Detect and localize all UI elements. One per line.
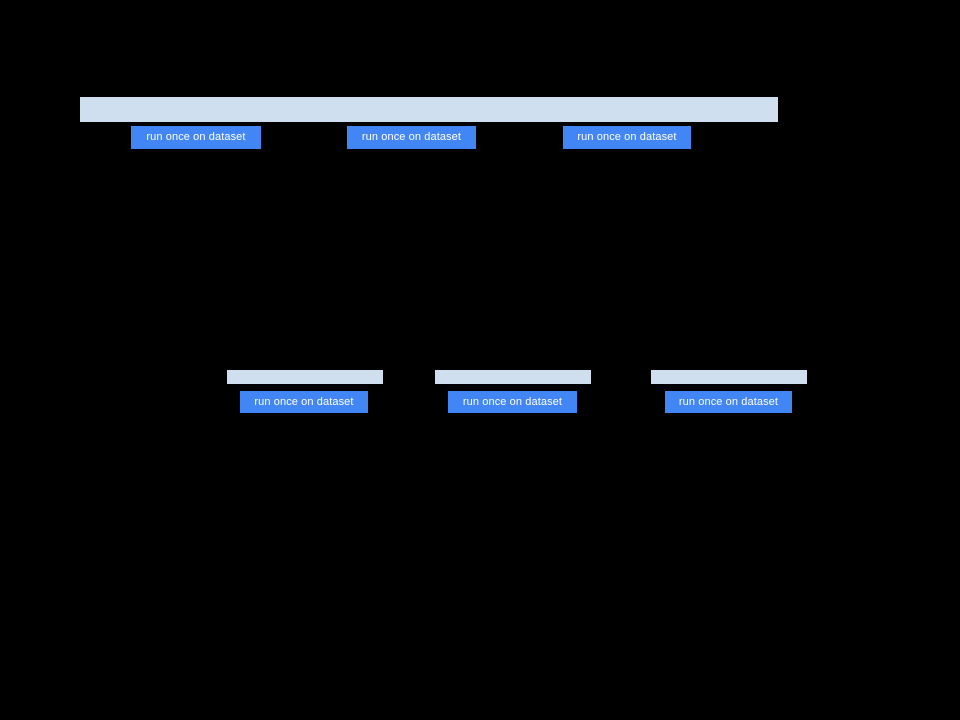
- run-once-on-dataset-button[interactable]: run once on dataset: [563, 126, 691, 149]
- bottom-strip-3: [651, 370, 807, 384]
- run-once-on-dataset-button[interactable]: run once on dataset: [240, 391, 368, 413]
- run-once-on-dataset-button[interactable]: run once on dataset: [448, 391, 577, 413]
- run-once-on-dataset-button[interactable]: run once on dataset: [347, 126, 476, 149]
- run-once-on-dataset-button[interactable]: run once on dataset: [131, 126, 261, 149]
- run-once-on-dataset-button[interactable]: run once on dataset: [665, 391, 792, 413]
- bottom-strip-2: [435, 370, 591, 384]
- bottom-strip-1: [227, 370, 383, 384]
- top-header-strip: [80, 97, 778, 122]
